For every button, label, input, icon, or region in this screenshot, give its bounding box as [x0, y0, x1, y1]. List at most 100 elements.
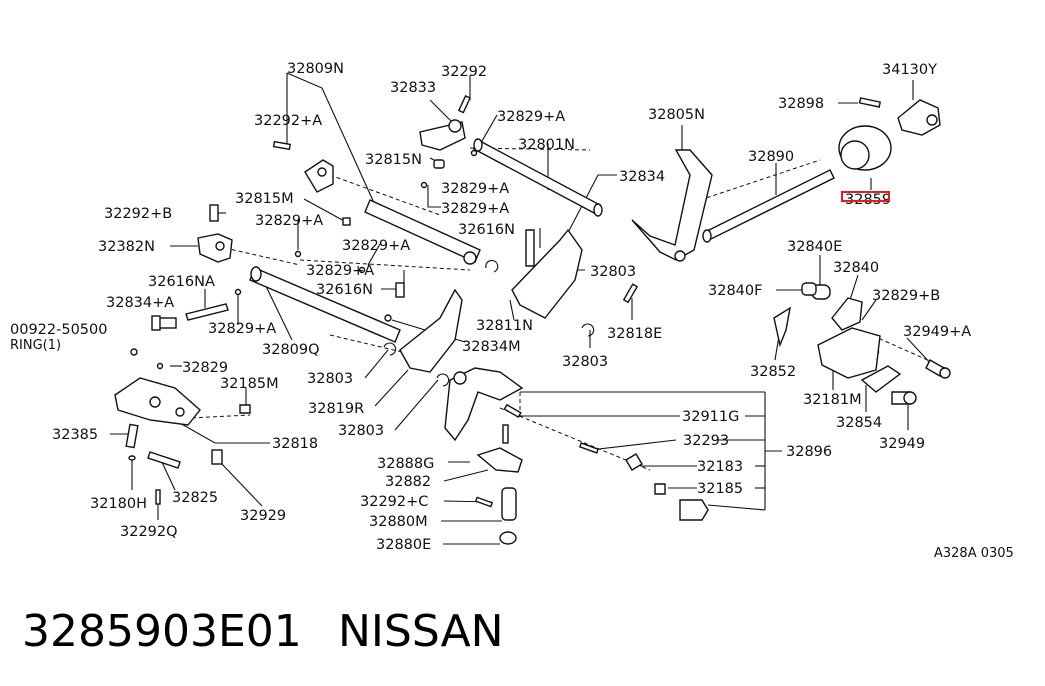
- label-32805n: 32805N: [648, 107, 705, 123]
- label-32815n: 32815N: [365, 152, 422, 168]
- label-32829a-7: 32829+A: [208, 321, 276, 337]
- bracket-32181m: [817, 327, 881, 379]
- label-32801n: 32801N: [518, 137, 575, 153]
- label-32185m: 32185M: [220, 376, 279, 392]
- label-32616n-2: 32616N: [316, 282, 373, 298]
- spring-32880m: [501, 487, 517, 521]
- label-32896: 32896: [786, 444, 832, 460]
- label-34130y: 34130Y: [882, 62, 937, 78]
- label-32829a-6: 32829+A: [306, 263, 374, 279]
- label-32292c: 32292+C: [360, 494, 428, 510]
- label-32888g: 32888G: [377, 456, 434, 472]
- label-32180h: 32180H: [90, 496, 147, 512]
- label-32880e: 32880E: [376, 537, 431, 553]
- label-32829a-3: 32829+A: [441, 201, 509, 217]
- spring-32616n: [525, 229, 535, 267]
- label-32809q: 32809Q: [262, 342, 320, 358]
- shift-rod-32890: [704, 169, 835, 241]
- label-32840: 32840: [833, 260, 879, 276]
- label-32840e: 32840E: [787, 239, 842, 255]
- lever-32852: [773, 306, 791, 348]
- label-32890: 32890: [748, 149, 794, 165]
- label-32292: 32292: [441, 64, 487, 80]
- label-32385: 32385: [52, 427, 98, 443]
- label-32834: 32834: [619, 169, 665, 185]
- label-32293: 32293: [683, 433, 729, 449]
- fork-32805n: [631, 149, 713, 261]
- label-32833: 32833: [390, 80, 436, 96]
- label-32829: 32829: [182, 360, 228, 376]
- label-32898: 32898: [778, 96, 824, 112]
- label-32949: 32949: [879, 436, 925, 452]
- label-32616na: 32616NA: [148, 274, 215, 290]
- footer: 3285903E01 NISSAN: [22, 606, 504, 657]
- plate-32854: [860, 365, 902, 393]
- pin-32292a: [272, 140, 292, 151]
- spring-32185: [654, 483, 666, 495]
- label-32803-3: 32803: [590, 264, 636, 280]
- label-32929: 32929: [240, 508, 286, 524]
- label-32911g: 32911G: [682, 409, 739, 425]
- label-32829a-5: 32829+A: [342, 238, 410, 254]
- part-labels: 32809N 32292 32833 32292+A 32829+A 32801…: [10, 61, 1014, 561]
- pin-32292b: [209, 204, 219, 222]
- cap-32880e: [499, 531, 517, 545]
- bracket-32840: [831, 297, 863, 331]
- pin-32898: [858, 97, 882, 108]
- label-32183: 32183: [697, 459, 743, 475]
- pin-32292: [457, 94, 472, 114]
- label-32825: 32825: [172, 490, 218, 506]
- diagram-code: A328A 0305: [934, 546, 1014, 561]
- label-32803-2: 32803: [338, 423, 384, 439]
- label-32852: 32852: [750, 364, 796, 380]
- clip-32183: [625, 453, 643, 471]
- label-32811n: 32811N: [476, 318, 533, 334]
- parts: [114, 94, 951, 545]
- label-32829a-4: 32829+A: [255, 213, 323, 229]
- label-32292a-top: 32292+A: [254, 113, 322, 129]
- bolt-32929: [211, 449, 223, 465]
- bolt-32185-lower: [679, 499, 709, 521]
- label-32181m: 32181M: [803, 392, 862, 408]
- label-32854: 32854: [836, 415, 882, 431]
- pin-32292c: [474, 496, 494, 508]
- leader-lines: [110, 72, 933, 545]
- pin-32888g: [502, 424, 509, 444]
- pin-32293: [578, 442, 600, 454]
- fork-32811n: [511, 228, 583, 319]
- label-32292q: 32292Q: [120, 524, 178, 540]
- pin-32292q: [155, 489, 161, 505]
- label-32292b: 32292+B: [104, 206, 172, 222]
- part-number: 3285903E01: [22, 606, 302, 657]
- label-32949a: 32949+A: [903, 324, 971, 340]
- label-32819r: 32819R: [308, 401, 364, 417]
- ring-00922-50500: [130, 348, 138, 356]
- label-32840f: 32840F: [708, 283, 762, 299]
- label-32882: 32882: [385, 474, 431, 490]
- label-32818: 32818: [272, 436, 318, 452]
- spring-32825: [147, 451, 181, 469]
- label-32818e: 32818E: [607, 326, 662, 342]
- pin-32911g: [503, 403, 522, 419]
- pin-32185m: [239, 404, 251, 414]
- bracket-32382n: [197, 233, 233, 263]
- label-32829a-2: 32829+A: [441, 181, 509, 197]
- label-32803-1: 32803: [307, 371, 353, 387]
- lever-32896: [444, 367, 524, 442]
- label-32616n-1: 32616N: [458, 222, 515, 238]
- label-32829b: 32829+B: [872, 288, 940, 304]
- fitting-34130y: [897, 99, 941, 136]
- label-00922-50500: 00922-50500: [10, 322, 108, 338]
- label-32382n: 32382N: [98, 239, 155, 255]
- highlight-32859: [841, 191, 890, 202]
- fork-32834m: [399, 288, 463, 373]
- label-32880m: 32880M: [369, 514, 428, 530]
- label-32834m: 32834M: [462, 339, 521, 355]
- label-ring: RING(1): [10, 338, 61, 353]
- pin-32385: [125, 423, 139, 449]
- shift-bracket-32809n: [304, 159, 334, 193]
- spring-32616na: [185, 303, 229, 321]
- label-32815m: 32815M: [235, 191, 294, 207]
